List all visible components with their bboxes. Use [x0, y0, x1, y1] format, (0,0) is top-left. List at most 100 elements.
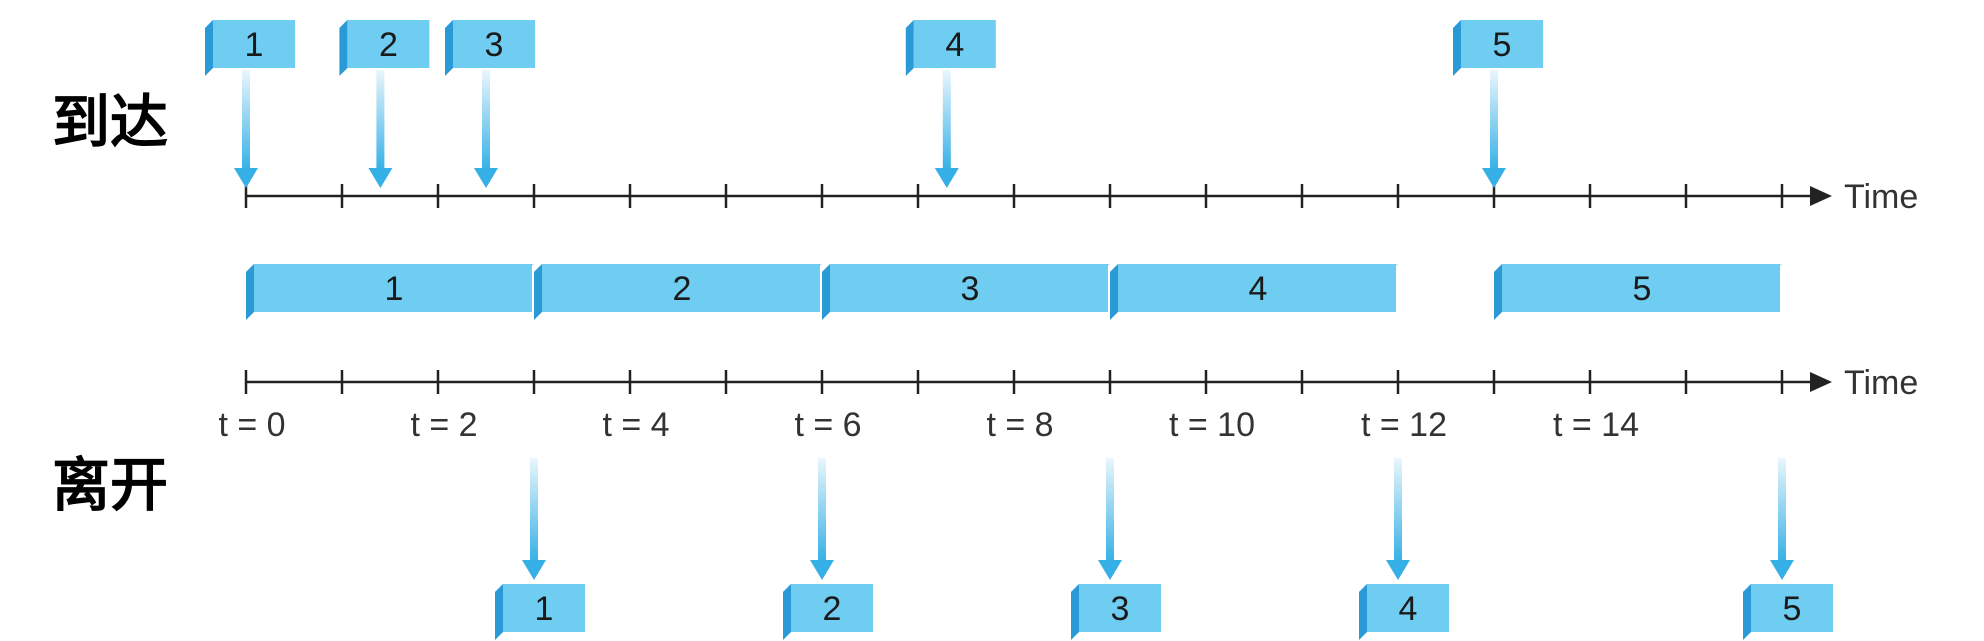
box-number: 3: [485, 26, 504, 64]
box-side-face: [205, 20, 213, 76]
arrow-head: [522, 560, 546, 580]
service-time-axis: Time t = 0 t = 2 t = 4 t = 6 t = 8 t = 10 t = 1…: [218, 364, 1918, 444]
bar-front-face: [1118, 264, 1396, 312]
box-number: 3: [1111, 590, 1130, 628]
departure-2: 2: [783, 458, 873, 640]
bar-number: 3: [961, 270, 980, 308]
tick-label: t = 10: [1169, 406, 1255, 444]
arrow-head: [1770, 560, 1794, 580]
box-number: 4: [1399, 590, 1418, 628]
axis-title: Time: [1844, 178, 1918, 216]
arrow-shaft: [818, 458, 826, 562]
axis-arrowhead: [1810, 372, 1832, 392]
box-front-face: [453, 20, 535, 68]
box-number: 2: [379, 26, 398, 64]
arrow-head: [234, 168, 258, 188]
box-front-face: [1079, 584, 1161, 632]
arrival-3: 3: [445, 20, 535, 188]
bar-side-face: [534, 264, 542, 320]
arrow-head: [1482, 168, 1506, 188]
box-front-face: [503, 584, 585, 632]
departure-1: 1: [495, 458, 585, 640]
bar-side-face: [1110, 264, 1118, 320]
arrival-1: 1: [205, 20, 295, 188]
box-side-face: [905, 20, 914, 76]
box-front-face: [1367, 584, 1449, 632]
box-side-face: [495, 584, 503, 640]
arrow-head: [934, 168, 959, 188]
arrow-shaft: [530, 458, 538, 562]
tick-label: t = 14: [1553, 406, 1639, 444]
box-side-face: [1071, 584, 1079, 640]
bar-front-face: [254, 264, 532, 312]
box-number: 5: [1493, 26, 1512, 64]
arrow-shaft: [942, 70, 951, 170]
bar-number: 5: [1633, 270, 1652, 308]
service-bar-1: 1: [246, 264, 534, 320]
tick-label: t = 8: [986, 406, 1053, 444]
service-bar-2: 2: [534, 264, 822, 320]
box-side-face: [1359, 584, 1367, 640]
box-front-face: [1461, 20, 1543, 68]
arrow-shaft: [482, 70, 490, 170]
arrival-2: 2: [339, 20, 430, 188]
box-number: 1: [535, 590, 554, 628]
tick-label: t = 4: [602, 406, 669, 444]
bar-side-face: [1494, 264, 1502, 320]
axis-title: Time: [1844, 364, 1918, 402]
tick-label: t = 12: [1361, 406, 1447, 444]
bar-front-face: [542, 264, 820, 312]
box-side-face: [339, 20, 348, 76]
axis-arrowhead: [1810, 186, 1832, 206]
service-bar-4: 4: [1110, 264, 1398, 320]
bar-side-face: [246, 264, 254, 320]
box-side-face: [1743, 584, 1751, 640]
box-front-face: [1751, 584, 1833, 632]
arrow-shaft: [376, 70, 385, 170]
tick-label: t = 0: [218, 406, 285, 444]
box-front-face: [791, 584, 873, 632]
arrival-time-axis: Time: [244, 178, 1918, 216]
box-front-face: [347, 20, 430, 68]
service-bar-3: 3: [822, 264, 1110, 320]
box-side-face: [783, 584, 791, 640]
arrow-shaft: [1778, 458, 1786, 562]
box-front-face: [913, 20, 996, 68]
departure-5: 5: [1743, 458, 1833, 640]
arrow-shaft: [1490, 70, 1498, 170]
bar-number: 4: [1249, 270, 1268, 308]
departure-4: 4: [1359, 458, 1449, 640]
box-number: 5: [1783, 590, 1802, 628]
arrival-label: 到达: [52, 88, 168, 156]
box-number: 1: [245, 26, 264, 64]
box-front-face: [213, 20, 295, 68]
arrival-markers: 1 2 3 4 5: [205, 20, 1543, 188]
bar-number: 1: [385, 270, 404, 308]
arrow-head: [1098, 560, 1122, 580]
arrival-5: 5: [1453, 20, 1543, 188]
arrow-head: [474, 168, 498, 188]
arrow-head: [1386, 560, 1410, 580]
box-number: 2: [823, 590, 842, 628]
service-bars: 1 2 3 4 5: [246, 264, 1782, 320]
arrow-shaft: [1106, 458, 1114, 562]
arrival-4: 4: [905, 20, 996, 188]
arrow-head: [368, 168, 393, 188]
box-side-face: [445, 20, 453, 76]
arrow-shaft: [1394, 458, 1402, 562]
arrow-shaft: [242, 70, 250, 170]
bar-front-face: [830, 264, 1108, 312]
tick-label: t = 6: [794, 406, 861, 444]
departure-label: 离开: [52, 451, 168, 519]
departure-3: 3: [1071, 458, 1161, 640]
bar-side-face: [822, 264, 830, 320]
arrow-head: [810, 560, 834, 580]
bar-front-face: [1502, 264, 1780, 312]
departure-markers: 1 2 3 4 5: [495, 458, 1833, 640]
box-number: 4: [945, 26, 964, 64]
tick-label: t = 2: [410, 406, 477, 444]
bar-number: 2: [673, 270, 692, 308]
service-bar-5: 5: [1494, 264, 1782, 320]
